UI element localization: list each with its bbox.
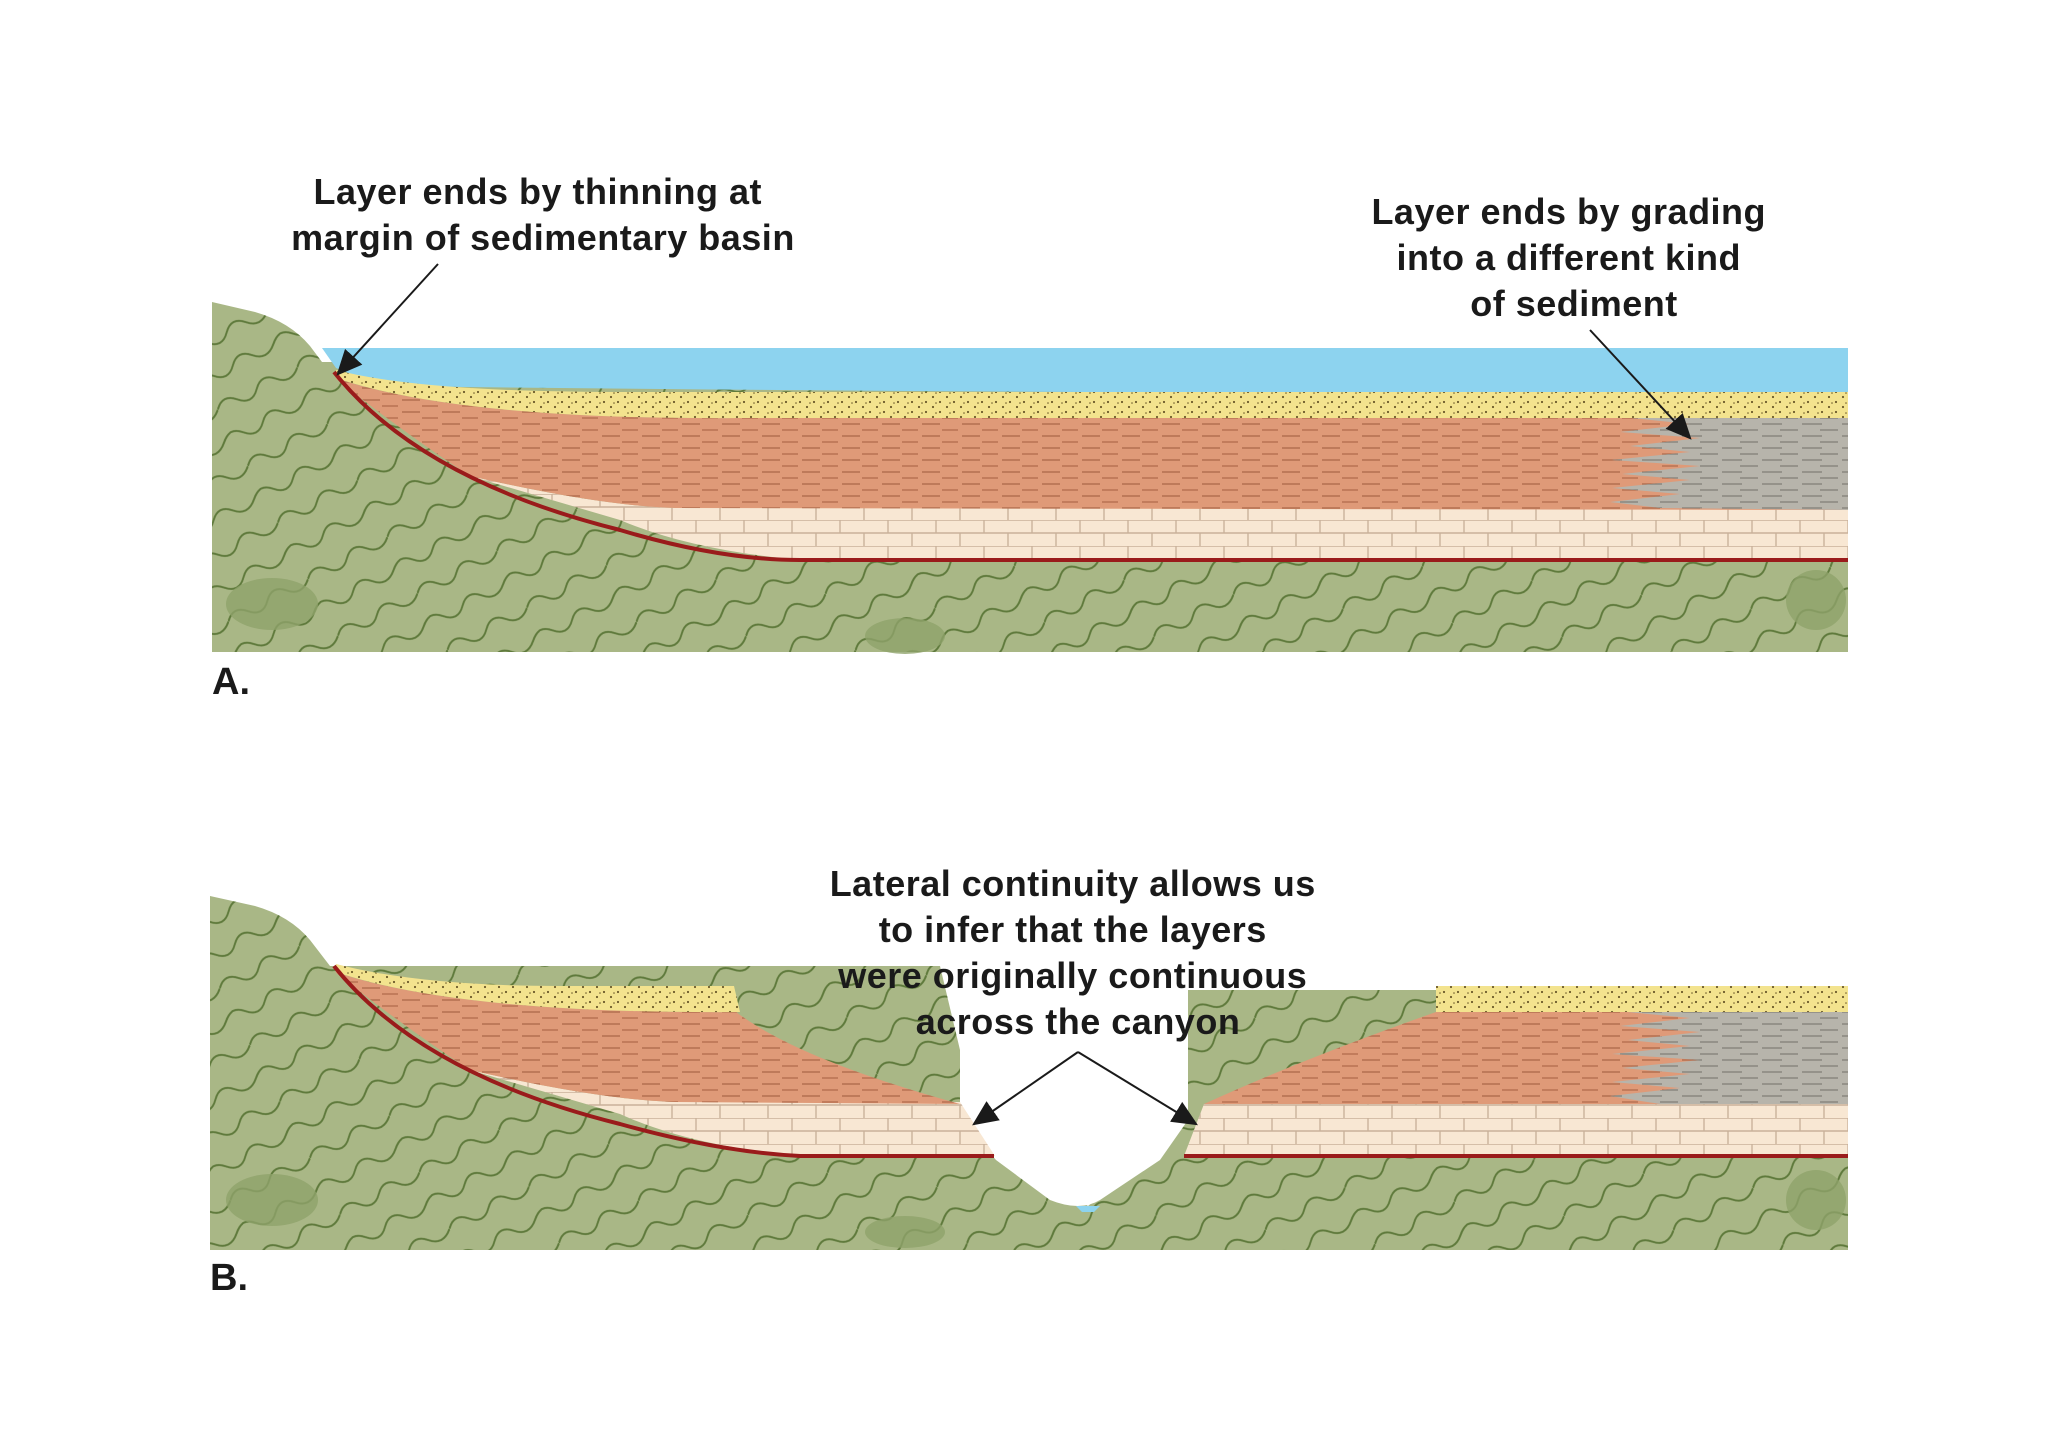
unconformity-line-a bbox=[332, 370, 1848, 562]
bedrock-b bbox=[210, 896, 1848, 1250]
callout-line: into a different kind bbox=[1396, 237, 1741, 278]
callout-line: were originally continuous bbox=[837, 955, 1307, 996]
callout-line: margin of sedimentary basin bbox=[291, 217, 795, 258]
callout-line: to infer that the layers bbox=[879, 909, 1267, 950]
limestone-layer-a bbox=[470, 476, 1848, 560]
callout-line: of sediment bbox=[1470, 283, 1678, 324]
left-layers-b bbox=[332, 964, 995, 1158]
sand-layer-a bbox=[336, 370, 1848, 419]
canyon bbox=[960, 960, 1188, 1206]
callout-arrow bbox=[1589, 329, 1692, 440]
callout-line: Lateral continuity allows us bbox=[830, 863, 1316, 904]
panel-label-a: A. bbox=[212, 661, 250, 703]
svg-text:Layer ends by thinning at: Layer ends by thinning at margin of sedi… bbox=[291, 171, 795, 258]
callout-grading: Layer ends by grading into a different k… bbox=[1371, 191, 1776, 440]
svg-text:Lateral continuity allows us: Lateral continuity allows us to infer th… bbox=[830, 863, 1327, 1042]
callout-arrow-right bbox=[1077, 1051, 1198, 1126]
callout-thinning: Layer ends by thinning at margin of sedi… bbox=[291, 171, 795, 376]
callout-line: Layer ends by grading bbox=[1371, 191, 1766, 232]
callout-line: Layer ends by thinning at bbox=[313, 171, 762, 212]
unconformity-line-b-left bbox=[332, 964, 994, 1158]
callout-line: across the canyon bbox=[916, 1001, 1241, 1042]
callout-arrow-left bbox=[972, 1051, 1079, 1126]
right-layers-b bbox=[1184, 986, 1848, 1158]
svg-text:Layer ends by grading: Layer ends by grading into a different k… bbox=[1371, 191, 1776, 324]
canyon-stream bbox=[1076, 1206, 1100, 1212]
sea-water-a bbox=[322, 348, 1848, 394]
panel-a: Layer ends by thinning at margin of sedi… bbox=[212, 171, 1848, 703]
grey-sediment-a bbox=[1610, 418, 1848, 510]
panel-label-b: B. bbox=[210, 1257, 248, 1299]
panel-b: Lateral continuity allows us to infer th… bbox=[210, 863, 1848, 1299]
callout-arrow bbox=[336, 263, 439, 376]
callout-lateral-continuity: Lateral continuity allows us to infer th… bbox=[830, 863, 1327, 1126]
shale-layer-a bbox=[335, 378, 1848, 510]
